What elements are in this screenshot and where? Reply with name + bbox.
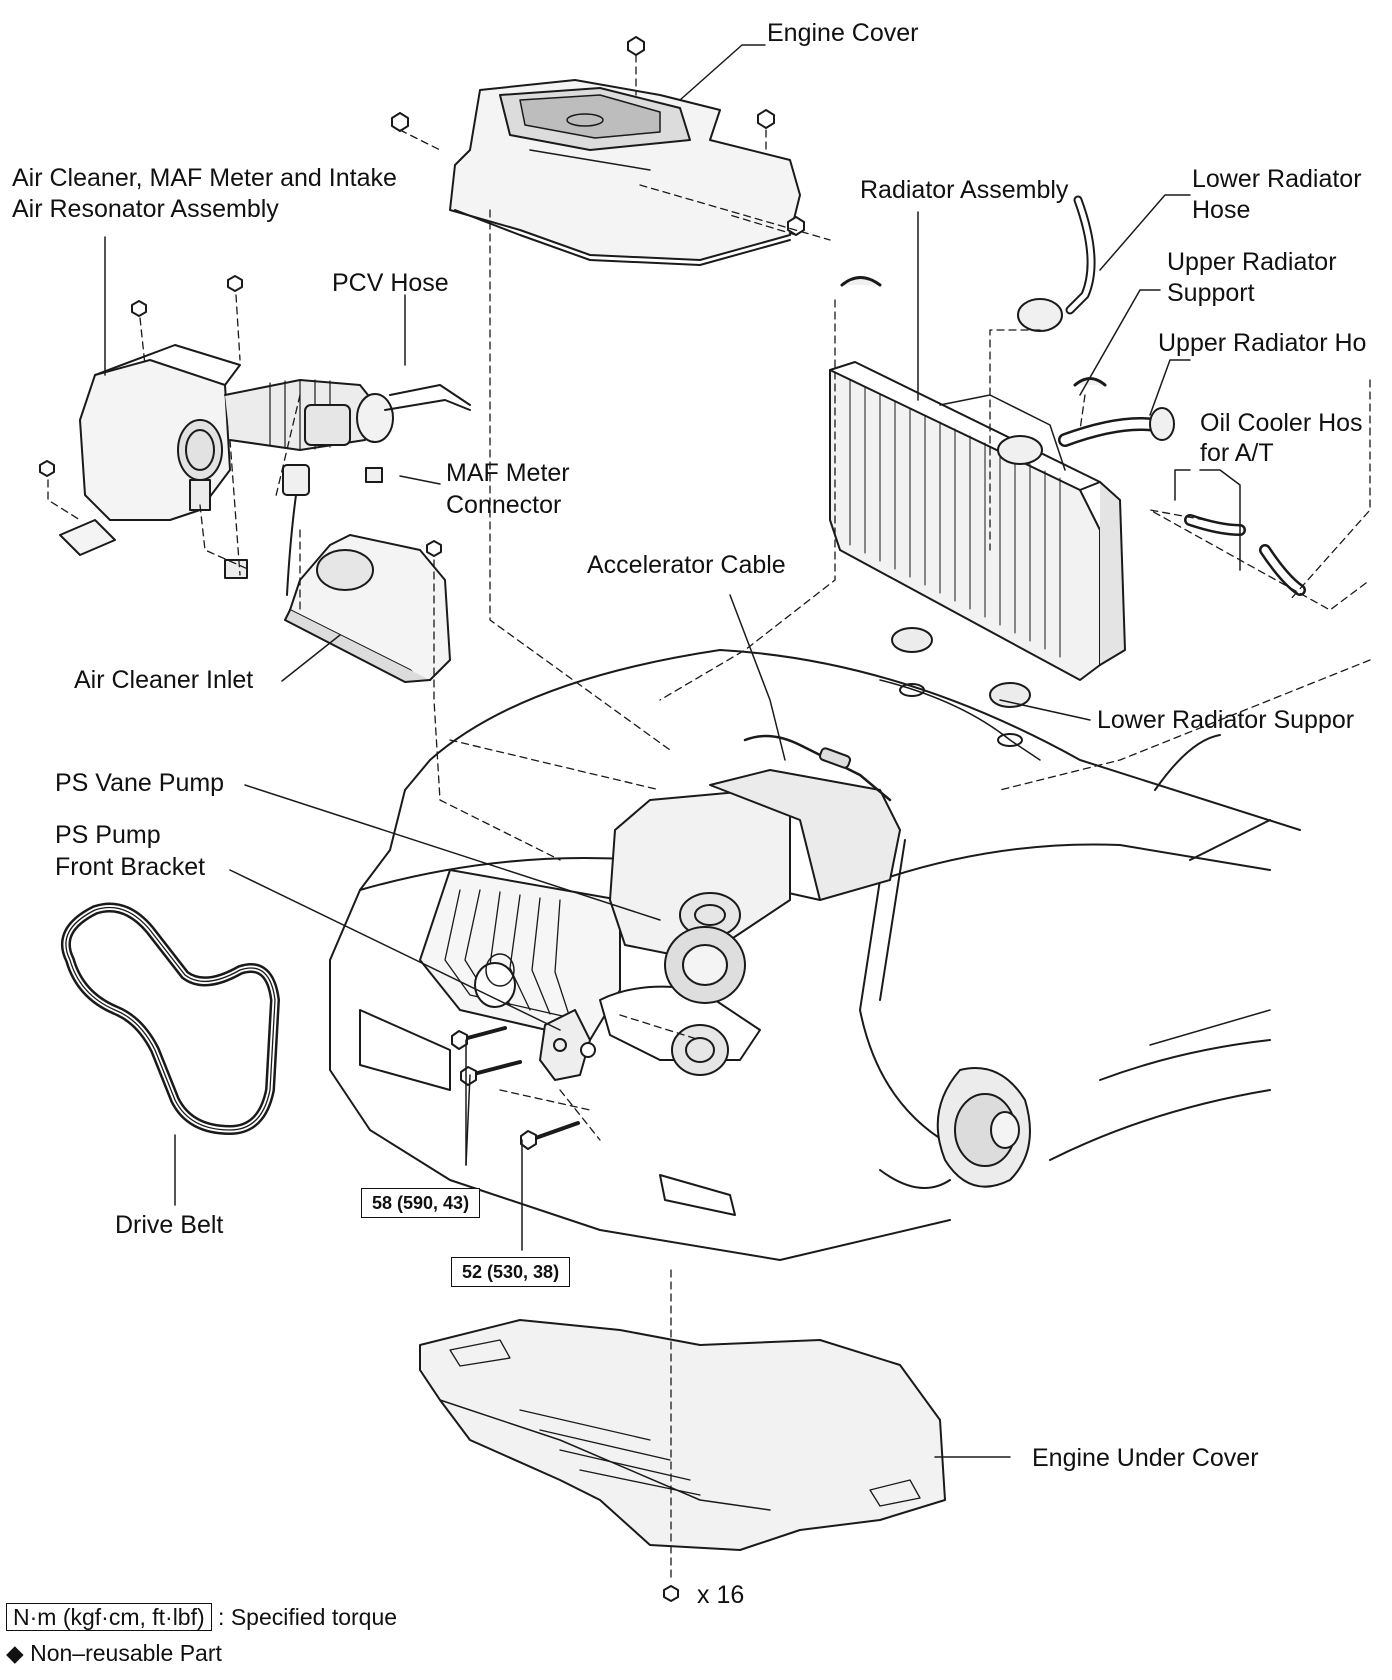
radiator-hoses-drawing: [840, 195, 1306, 761]
ps-bracket-bolts: [451, 1026, 580, 1150]
legend-torque: N·m (kgf·cm, ft·lbf) : Specified torque: [6, 1602, 397, 1632]
label-ps-vane-pump: PS Vane Pump: [55, 769, 225, 797]
label-pcv-hose: PCV Hose: [332, 269, 449, 297]
label-air-cleaner-line1: Air Cleaner, MAF Meter and Intake: [12, 164, 397, 192]
air-cleaner-inlet-drawing: [284, 534, 451, 683]
label-upper-radiator-support-line1: Upper Radiator: [1167, 248, 1337, 276]
engine-cover-drawing: [449, 79, 801, 266]
label-upper-radiator-hose: Upper Radiator Ho: [1158, 329, 1367, 357]
label-drive-belt: Drive Belt: [115, 1211, 224, 1239]
under-cover-bolt: [663, 1585, 679, 1602]
legend-torque-unit: N·m (kgf·cm, ft·lbf): [6, 1603, 212, 1631]
label-ps-pump-bracket-line1: PS Pump: [55, 821, 161, 849]
label-maf-meter-connector-line1: MAF Meter: [446, 459, 570, 487]
label-lower-radiator-hose-line1: Lower Radiator: [1192, 165, 1362, 193]
legend-nonreusable-desc: Non–reusable Part: [30, 1640, 222, 1666]
label-lower-radiator-hose-line2: Hose: [1192, 196, 1251, 224]
nonreusable-diamond-icon: ◆: [6, 1640, 24, 1666]
label-engine-cover: Engine Cover: [767, 19, 919, 47]
air-cleaner-drawing: [59, 344, 471, 556]
label-lower-radiator-support: Lower Radiator Suppor: [1097, 706, 1355, 734]
accelerator-cable-drawing: [743, 734, 892, 802]
label-oil-cooler-hose-line1: Oil Cooler Hos: [1200, 409, 1363, 437]
vehicle-body-drawing: [329, 649, 1301, 1261]
torque-spec-bracket-bolts: 58 (590, 43): [361, 1188, 481, 1218]
air-cleaner-bolts: [39, 275, 442, 557]
maf-connector-drawing: [189, 464, 383, 596]
legend-nonreusable: ◆ Non–reusable Part: [6, 1638, 222, 1668]
label-bolt-count: x 16: [697, 1581, 745, 1609]
label-upper-radiator-support-line2: Support: [1167, 279, 1255, 307]
label-oil-cooler-hose-line2: for A/T: [1200, 439, 1274, 467]
label-radiator-assembly: Radiator Assembly: [860, 176, 1069, 204]
radiator-drawing: [829, 361, 1126, 681]
engine-under-cover-drawing: [419, 1319, 946, 1551]
assembly-dashed-lines: [47, 54, 1371, 1581]
label-engine-under-cover: Engine Under Cover: [1032, 1444, 1259, 1472]
legend-torque-desc: : Specified torque: [218, 1604, 398, 1630]
engine-cover-nuts: [391, 36, 805, 236]
label-ps-pump-bracket-line2: Front Bracket: [55, 853, 206, 881]
torque-spec-lower-bolt: 52 (530, 38): [451, 1257, 571, 1287]
leader-lines: [104, 44, 1241, 1458]
label-maf-meter-connector-line2: Connector: [446, 491, 562, 519]
label-air-cleaner-inlet: Air Cleaner Inlet: [74, 666, 254, 694]
drive-belt-drawing: [61, 902, 280, 1135]
label-accelerator-cable: Accelerator Cable: [587, 551, 786, 579]
ps-bracket-drawing: [539, 1009, 596, 1081]
label-air-cleaner-line2: Air Resonator Assembly: [12, 195, 279, 223]
